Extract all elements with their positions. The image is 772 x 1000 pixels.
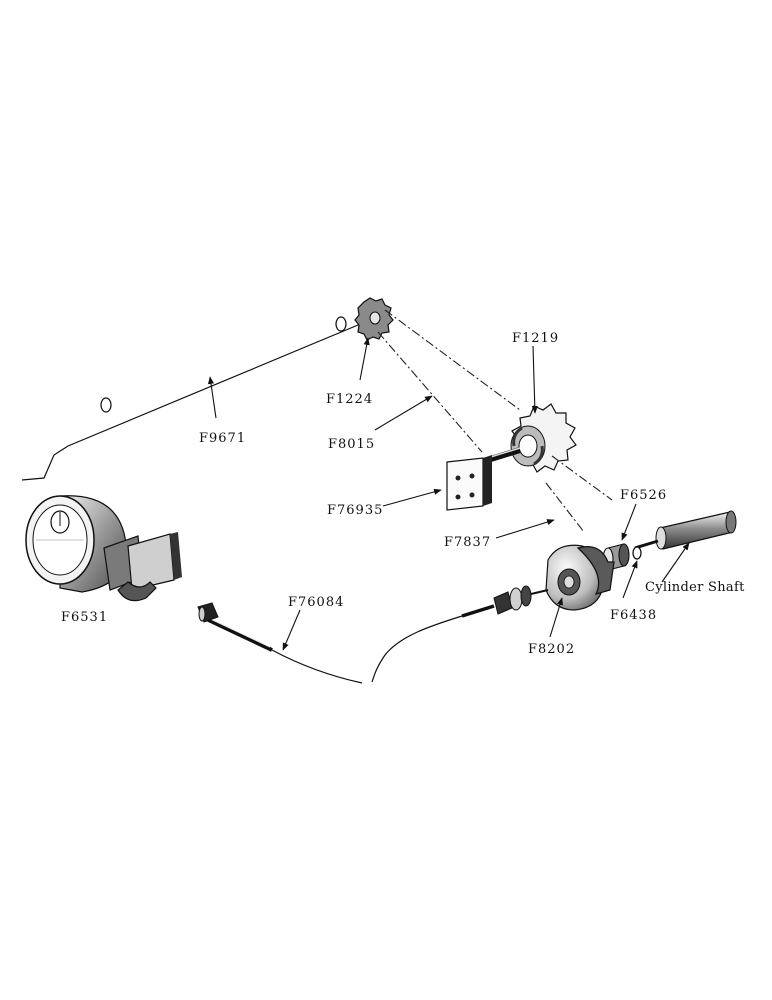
cylinder-shaft — [634, 510, 737, 550]
flexible-cable — [197, 602, 463, 684]
label-f1219: F1219 — [512, 331, 559, 346]
label-f76084: F76084 — [288, 595, 344, 610]
label-f8015: F8015 — [328, 437, 375, 452]
label-f6531: F6531 — [61, 610, 108, 625]
gauge — [25, 495, 182, 602]
washer — [632, 546, 642, 560]
label-f6438: F6438 — [610, 608, 657, 623]
label-cylinder-shaft: Cylinder Shaft — [645, 580, 745, 595]
drive-housing — [545, 544, 615, 611]
label-f8202: F8202 — [528, 642, 575, 657]
leader-lines — [207, 337, 690, 651]
cable-fitting — [461, 585, 549, 618]
label-f1224: F1224 — [326, 392, 373, 407]
label-f76935: F76935 — [327, 503, 383, 518]
part-labels: F1224 F9671 F1219 F8015 F76935 F7837 F65… — [61, 331, 745, 657]
large-sprocket — [510, 403, 577, 473]
alignment-lines — [377, 309, 613, 533]
drive-rod — [21, 316, 371, 481]
label-f9671: F9671 — [199, 431, 246, 446]
small-sprocket — [354, 297, 394, 341]
label-f6526: F6526 — [620, 488, 667, 503]
label-f7837: F7837 — [444, 535, 491, 550]
bracket-plate — [446, 455, 492, 511]
